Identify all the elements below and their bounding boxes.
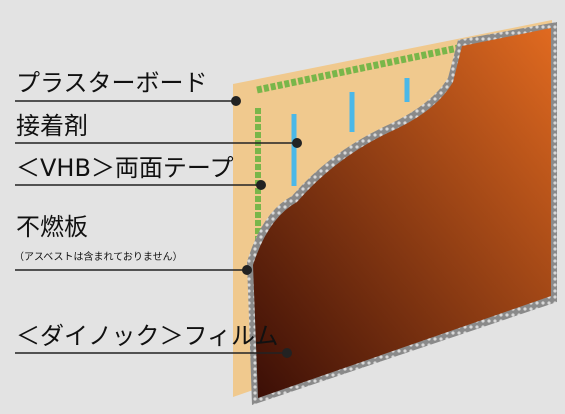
leader-dots bbox=[231, 96, 302, 358]
label-vhb-tape: ＜VHB＞両面テープ bbox=[16, 154, 234, 182]
dot-vhb-tape bbox=[256, 180, 266, 190]
dot-noncombustible bbox=[242, 265, 252, 275]
label-adhesive: 接着剤 bbox=[16, 112, 88, 140]
panel-face bbox=[253, 28, 551, 398]
dot-dynoc-film bbox=[282, 348, 292, 358]
label-asbestos-note: （アスベストは含まれておりません） bbox=[14, 252, 183, 263]
dot-plasterboard bbox=[231, 96, 241, 106]
label-dynoc-film: ＜ダイノック＞フィルム bbox=[16, 322, 279, 350]
adhesive-beads bbox=[291, 78, 410, 186]
vhb-tape-top bbox=[256, 44, 459, 94]
dot-adhesive bbox=[292, 138, 302, 148]
leader-lines bbox=[15, 100, 297, 354]
label-plasterboard: プラスターボード bbox=[16, 69, 208, 97]
label-noncombustible: 不燃板 bbox=[16, 213, 88, 241]
